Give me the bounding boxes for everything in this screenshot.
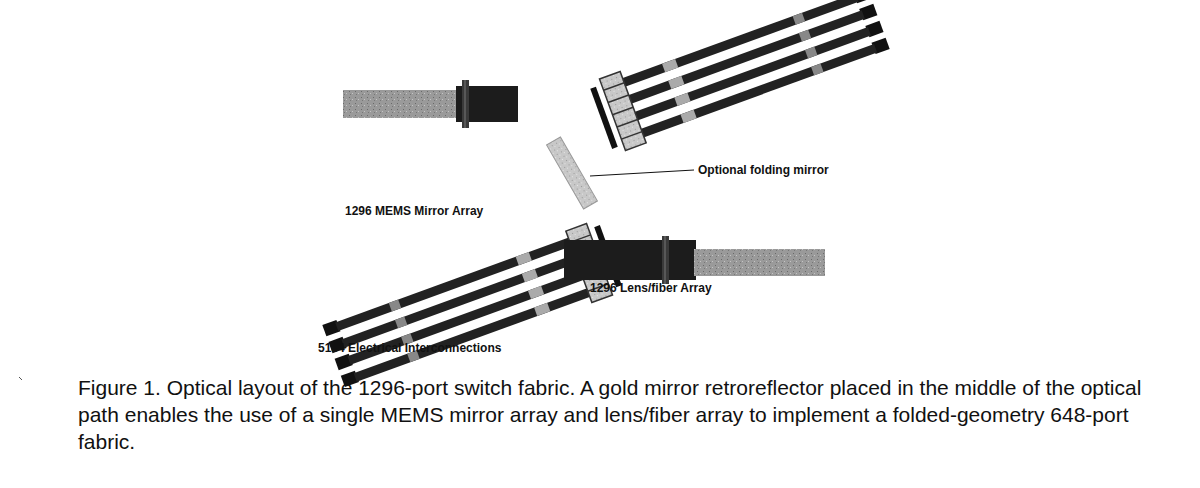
component-label: 1296 Lens/fiber Array	[590, 281, 712, 295]
figure-caption: Figure 1. Optical layout of the 1296-por…	[78, 374, 1163, 455]
component-label: 5184 Electrical Interconnections	[318, 341, 501, 355]
component-label: 1296 MEMS Mirror Array	[345, 204, 483, 218]
callout-label: Optional folding mirror	[698, 163, 829, 177]
